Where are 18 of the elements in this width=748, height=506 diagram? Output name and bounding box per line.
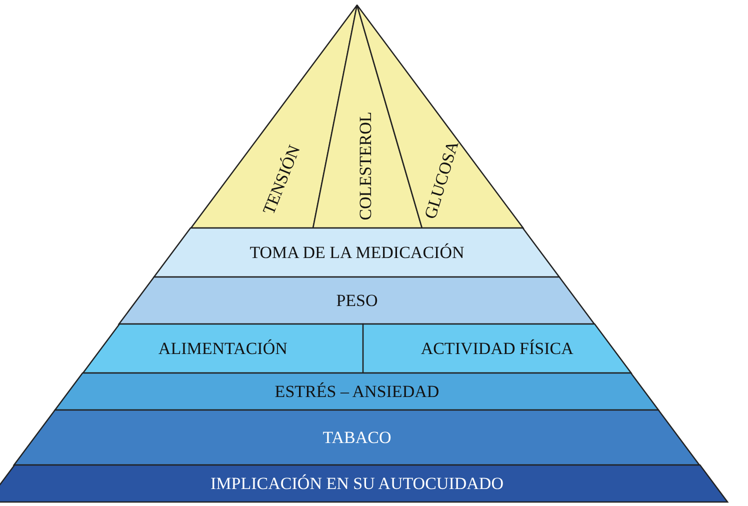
pyramid-segment <box>357 5 524 228</box>
level-label: ACTIVIDAD FÍSICA <box>420 338 574 358</box>
level-label: PESO <box>336 290 378 310</box>
pyramid-segment <box>190 5 357 228</box>
level-label: TOMA DE LA MEDICACIÓN <box>250 242 464 262</box>
level-label: COLESTEROL <box>356 112 376 220</box>
pyramid-segment <box>55 373 659 410</box>
pyramid-segment <box>119 277 595 324</box>
level-label: TABACO <box>322 428 392 448</box>
level-label: ALIMENTACIÓN <box>158 338 288 358</box>
level-label: IMPLICACIÓN EN SU AUTOCUIDADO <box>210 474 504 494</box>
pyramid-segment <box>154 228 560 277</box>
pyramid-segment <box>14 410 700 465</box>
pyramid-segment <box>0 465 728 502</box>
pyramid-segment <box>313 5 422 228</box>
pyramid-segment <box>82 324 363 373</box>
level-label: ESTRÉS – ANSIEDAD <box>274 382 440 402</box>
pyramid-segment <box>363 324 632 373</box>
